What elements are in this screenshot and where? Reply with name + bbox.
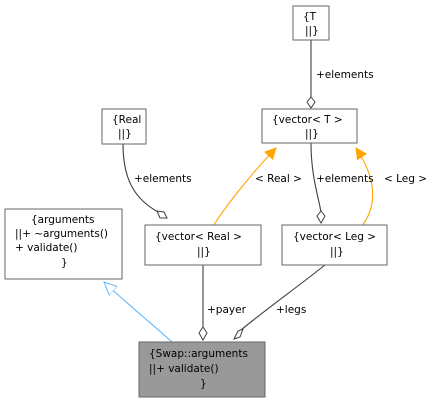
node-line: + validate() bbox=[15, 242, 78, 254]
edge-payer: +payer bbox=[198, 265, 247, 342]
node-line: {vector< Leg > bbox=[293, 231, 376, 243]
node-line: {vector< T > bbox=[272, 114, 343, 126]
edge-label-legs: +legs bbox=[276, 304, 306, 316]
edge-label-leg-template: < Leg > bbox=[384, 173, 427, 185]
edge-label-real-elements: +elements bbox=[134, 173, 192, 185]
node-line: } bbox=[200, 378, 207, 390]
node-box bbox=[281, 224, 388, 266]
edge-legs: +legs bbox=[233, 264, 326, 340]
node-vector-real[interactable]: {vector< Real > ||} bbox=[144, 224, 262, 266]
node-swap-arguments[interactable]: {Swap::arguments ||+ validate() } bbox=[138, 341, 266, 398]
node-line: ||} bbox=[197, 246, 211, 258]
node-t[interactable]: {T ||} bbox=[292, 5, 330, 41]
node-line: {T bbox=[303, 11, 317, 23]
node-line: } bbox=[61, 257, 68, 269]
node-line: {Real bbox=[112, 114, 141, 126]
edge-line bbox=[355, 147, 374, 227]
node-line: ||} bbox=[305, 25, 319, 37]
aggregation-diamond-icon bbox=[306, 96, 316, 109]
edge-inheritance bbox=[104, 282, 173, 343]
node-box bbox=[138, 341, 266, 398]
node-box bbox=[292, 5, 330, 41]
node-line: ||} bbox=[330, 246, 344, 258]
node-box bbox=[101, 108, 147, 145]
edge-line bbox=[104, 282, 173, 343]
node-line: ||+ ~arguments() bbox=[15, 228, 108, 240]
node-line: ||+ validate() bbox=[149, 363, 219, 375]
edge-label-payer: +payer bbox=[207, 304, 247, 316]
aggregation-diamond-icon bbox=[316, 210, 326, 225]
node-real[interactable]: {Real ||} bbox=[101, 108, 147, 145]
aggregation-diamond-icon bbox=[233, 328, 244, 340]
edge-label-leg-elements: +elements bbox=[316, 173, 374, 185]
aggregation-diamond-icon bbox=[156, 210, 168, 219]
edge-leg-template: < Leg > bbox=[355, 147, 427, 227]
node-line: {arguments bbox=[31, 214, 95, 226]
node-arguments[interactable]: {arguments ||+ ~arguments() + validate()… bbox=[4, 208, 123, 280]
node-box bbox=[261, 108, 358, 144]
aggregation-diamond-icon bbox=[198, 326, 208, 342]
node-line: ||} bbox=[118, 128, 132, 140]
node-line: ||} bbox=[305, 128, 319, 140]
edge-label-t-elements: +elements bbox=[316, 69, 374, 81]
edge-real-template: < Real > bbox=[212, 147, 302, 227]
node-line: {vector< Real > bbox=[155, 231, 242, 243]
node-box bbox=[144, 224, 262, 266]
edge-real-elements: +elements bbox=[122, 143, 192, 219]
edge-line bbox=[122, 143, 161, 214]
edge-line bbox=[212, 147, 277, 227]
edge-line bbox=[240, 264, 326, 331]
edge-leg-elements: +elements bbox=[310, 142, 374, 225]
edge-label-real-template: < Real > bbox=[255, 173, 302, 185]
node-line: {Swap::arguments bbox=[149, 348, 248, 360]
edge-line bbox=[310, 142, 322, 213]
edge-t-elements: +elements bbox=[306, 40, 374, 109]
node-vector-t[interactable]: {vector< T > ||} bbox=[261, 108, 358, 144]
node-box bbox=[4, 208, 123, 280]
node-vector-leg[interactable]: {vector< Leg > ||} bbox=[281, 224, 388, 266]
